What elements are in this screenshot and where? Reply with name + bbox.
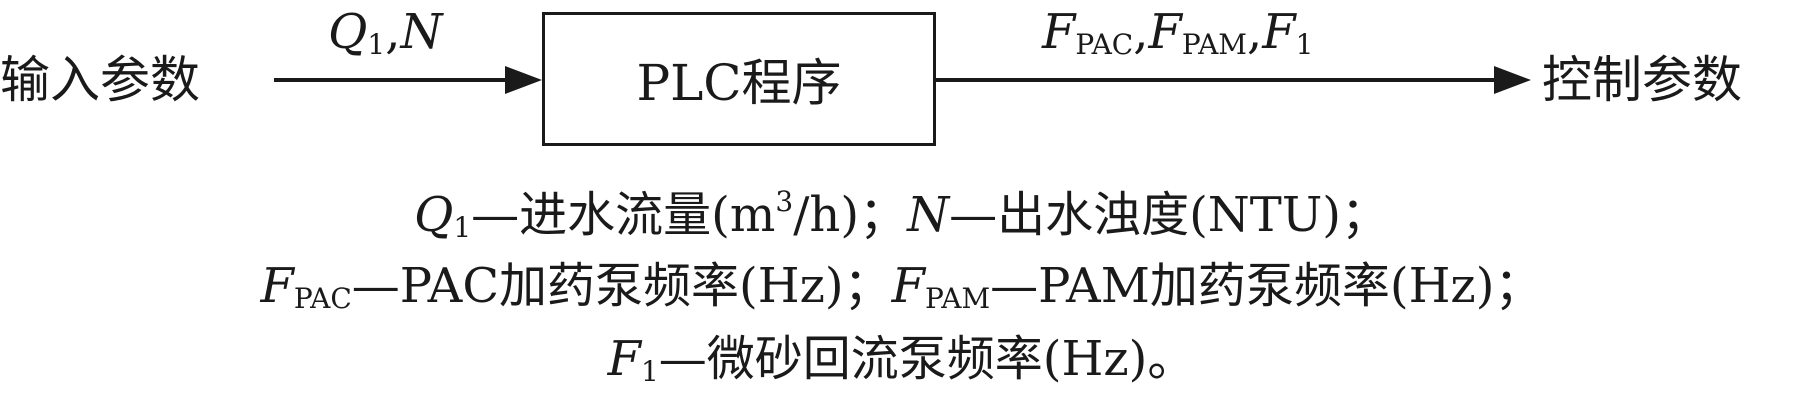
edge-in-var2: N xyxy=(400,4,443,60)
legend-fpac-desc: —PAC加药泵频率(Hz)； xyxy=(351,258,892,314)
legend-q1-sub: 1 xyxy=(453,211,472,244)
legend-fpac-sub: PAC xyxy=(293,282,352,315)
legend-line-1: Q1—进水流量(m3/h)；N—出水浊度(NTU)； xyxy=(0,188,1803,242)
edge-in-sep: , xyxy=(385,4,401,60)
edge-out-var1-sub: PAC xyxy=(1075,28,1134,61)
edge-out-var3: F xyxy=(1262,4,1296,60)
legend-q1-symbol: Q xyxy=(413,187,454,243)
legend-f1-symbol: F xyxy=(607,331,641,387)
legend-n-desc: —出水浊度(NTU)； xyxy=(949,187,1390,243)
edge-out-var2: F xyxy=(1148,4,1182,60)
edge-out-var1: F xyxy=(1042,4,1076,60)
plc-program-box: PLC程序 xyxy=(542,12,936,146)
output-edge-label: FPAC,FPAM,F1 xyxy=(1042,8,1313,59)
input-node-label: 输入参数 xyxy=(0,51,200,109)
input-arrowhead xyxy=(505,66,542,94)
edge-out-sep1: , xyxy=(1133,4,1149,60)
edge-out-var2-sub: PAM xyxy=(1181,28,1247,61)
edge-out-var3-sub: 1 xyxy=(1295,28,1314,61)
legend-line-3: F1—微砂回流泵频率(Hz)。 xyxy=(0,335,1803,386)
legend-f1-desc: —微砂回流泵频率(Hz)。 xyxy=(658,331,1196,387)
input-edge-label: Q1,N xyxy=(328,8,442,59)
legend-line-2: FPAC—PAC加药泵频率(Hz)；FPAM—PAM加药泵频率(Hz)； xyxy=(0,262,1803,313)
legend-q1-sup: 3 xyxy=(775,185,794,218)
process-node-label: PLC程序 xyxy=(636,54,842,112)
legend-fpac-symbol: F xyxy=(260,258,294,314)
legend-fpam-symbol: F xyxy=(891,258,925,314)
legend-fpam-sub: PAM xyxy=(924,282,991,315)
legend-q1-desc-b: /h)； xyxy=(793,187,908,243)
legend-f1-sub: 1 xyxy=(640,355,659,388)
edge-in-var1-sub: 1 xyxy=(367,28,386,61)
output-arrowhead xyxy=(1494,66,1531,94)
legend-fpam-desc: —PAM加药泵频率(Hz)； xyxy=(990,258,1543,314)
legend-n-symbol: N xyxy=(907,187,950,243)
legend-q1-desc-a: —进水流量(m xyxy=(471,187,776,243)
output-node-label: 控制参数 xyxy=(1542,51,1742,109)
edge-out-sep2: , xyxy=(1246,4,1263,60)
edge-in-var1: Q xyxy=(328,4,368,60)
